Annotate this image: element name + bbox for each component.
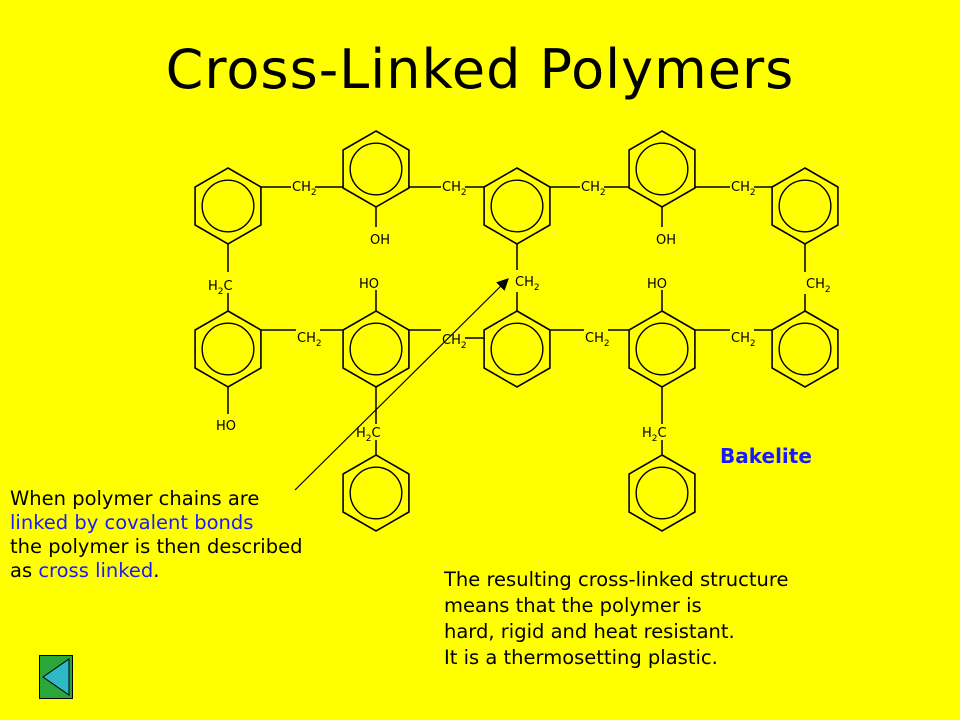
left-line-4-prefix: as (10, 559, 39, 582)
pointer-arrow (294, 278, 509, 491)
left-line-2: linked by covalent bonds (10, 511, 254, 534)
ch2-label: CH2 (731, 331, 756, 349)
ch2-label: CH2 (806, 277, 831, 295)
benzene-ring (628, 130, 696, 208)
right-line-1: The resulting cross-linked structure (444, 568, 789, 591)
benzene-ring (342, 130, 410, 208)
page-title: Cross-Linked Polymers (165, 38, 795, 101)
ho-label: HO (216, 419, 236, 434)
ch2-label: CH2 (731, 180, 756, 198)
left-explanation: When polymer chains are linked by covale… (10, 487, 302, 583)
ch2-label: CH2 (515, 275, 540, 293)
oh-label: OH (656, 233, 676, 248)
benzene-ring (342, 310, 410, 388)
right-explanation: The resulting cross-linked structure mea… (444, 567, 788, 671)
ch2-label: CH2 (581, 180, 606, 198)
ch2-label: CH2 (585, 331, 610, 349)
benzene-ring (771, 310, 839, 388)
bakelite-label: Bakelite (720, 444, 812, 468)
left-line-4-period: . (153, 559, 160, 582)
benzene-ring (628, 454, 696, 532)
ho-label: HO (359, 277, 379, 292)
ch2-label: CH2 (442, 333, 467, 351)
right-line-3: hard, rigid and heat resistant. (444, 620, 735, 643)
left-line-1: When polymer chains are (10, 487, 260, 510)
benzene-ring (194, 310, 262, 388)
benzene-ring (771, 167, 839, 245)
left-line-3: the polymer is then described (10, 535, 303, 558)
right-line-4: It is a thermosetting plastic. (444, 646, 718, 669)
back-button[interactable] (39, 655, 73, 699)
h2c-label: H2C (356, 426, 381, 444)
oh-label: OH (370, 233, 390, 248)
back-arrow-icon (42, 658, 70, 696)
benzene-ring (628, 310, 696, 388)
benzene-ring (342, 454, 410, 532)
ch2-label: CH2 (297, 331, 322, 349)
right-line-2: means that the polymer is (444, 594, 702, 617)
cross-linked-term: cross linked (38, 559, 154, 582)
ch2-label: CH2 (292, 180, 317, 198)
benzene-ring (194, 167, 262, 245)
ch2-label: CH2 (442, 180, 467, 198)
left-line-4: as cross linked. (10, 559, 302, 583)
h2c-label: H2C (642, 426, 667, 444)
benzene-ring (483, 310, 551, 388)
ho-label: HO (647, 277, 667, 292)
benzene-ring (483, 167, 551, 245)
h2c-label: H2C (208, 279, 233, 297)
